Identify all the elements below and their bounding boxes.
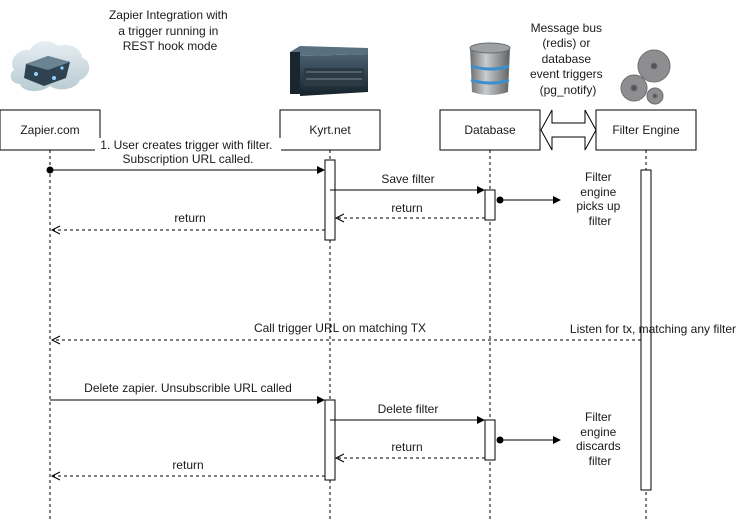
message-bus-note: Message bus (redis) or database event tr…	[530, 21, 606, 97]
cloud-server-icon	[10, 41, 90, 92]
svg-text:return: return	[174, 211, 205, 225]
activation-db-1	[484, 189, 496, 221]
bidirectional-arrow	[540, 109, 597, 151]
participant-kyrt[interactable]: Kyrt.net	[279, 109, 381, 151]
diagram-title: Zapier Integration with a trigger runnin…	[109, 8, 231, 53]
activation-kyrt-1	[324, 159, 336, 241]
database-icon	[469, 42, 511, 95]
activation-kyrt-2	[324, 399, 336, 481]
server-icon	[290, 46, 368, 96]
message-create-trigger: 1. User creates trigger with filter. Sub…	[46, 138, 325, 174]
activation-filter	[640, 169, 652, 491]
participant-label: Zapier.com	[20, 123, 79, 137]
message-return-db-1: return	[334, 201, 485, 223]
message-delete-filter: Delete filter	[330, 402, 485, 424]
note-listen: Listen for tx, matching any filter	[570, 322, 736, 336]
activation-db-2	[484, 419, 496, 461]
svg-text:Delete filter: Delete filter	[378, 402, 439, 416]
message-save-filter: Save filter	[330, 172, 485, 194]
svg-text:1. User creates trigger with f: 1. User creates trigger with filter. Sub…	[100, 138, 275, 166]
svg-text:Call trigger URL on matching T: Call trigger URL on matching TX	[254, 321, 426, 335]
message-notify-2	[496, 436, 561, 444]
lifelines	[49, 150, 647, 521]
message-return-kyrt-1: return	[50, 211, 325, 235]
participant-label: Kyrt.net	[309, 123, 351, 137]
message-return-kyrt-2: return	[50, 458, 325, 481]
note-picks-up: Filter engine picks up filter	[576, 170, 623, 228]
message-call-trigger: Call trigger URL on matching TX	[50, 321, 641, 345]
message-delete-zapier: Delete zapier. Unsubscrible URL called	[50, 381, 325, 404]
svg-text:Save filter: Save filter	[381, 172, 434, 186]
svg-text:return: return	[391, 201, 422, 215]
gears-icon	[620, 49, 671, 105]
participant-label: Filter Engine	[612, 123, 680, 137]
message-notify-1	[496, 196, 561, 204]
svg-text:return: return	[172, 458, 203, 472]
svg-text:Delete zapier. Unsubscrible UR: Delete zapier. Unsubscrible URL called	[84, 381, 292, 395]
participant-filter[interactable]: Filter Engine	[595, 109, 697, 151]
participant-database[interactable]: Database	[439, 109, 541, 151]
svg-text:return: return	[391, 440, 422, 454]
participant-zapier[interactable]: Zapier.com	[0, 109, 101, 151]
note-discards: Filter engine discards filter	[576, 410, 624, 468]
message-return-db-2: return	[334, 440, 485, 463]
participant-label: Database	[464, 123, 516, 137]
